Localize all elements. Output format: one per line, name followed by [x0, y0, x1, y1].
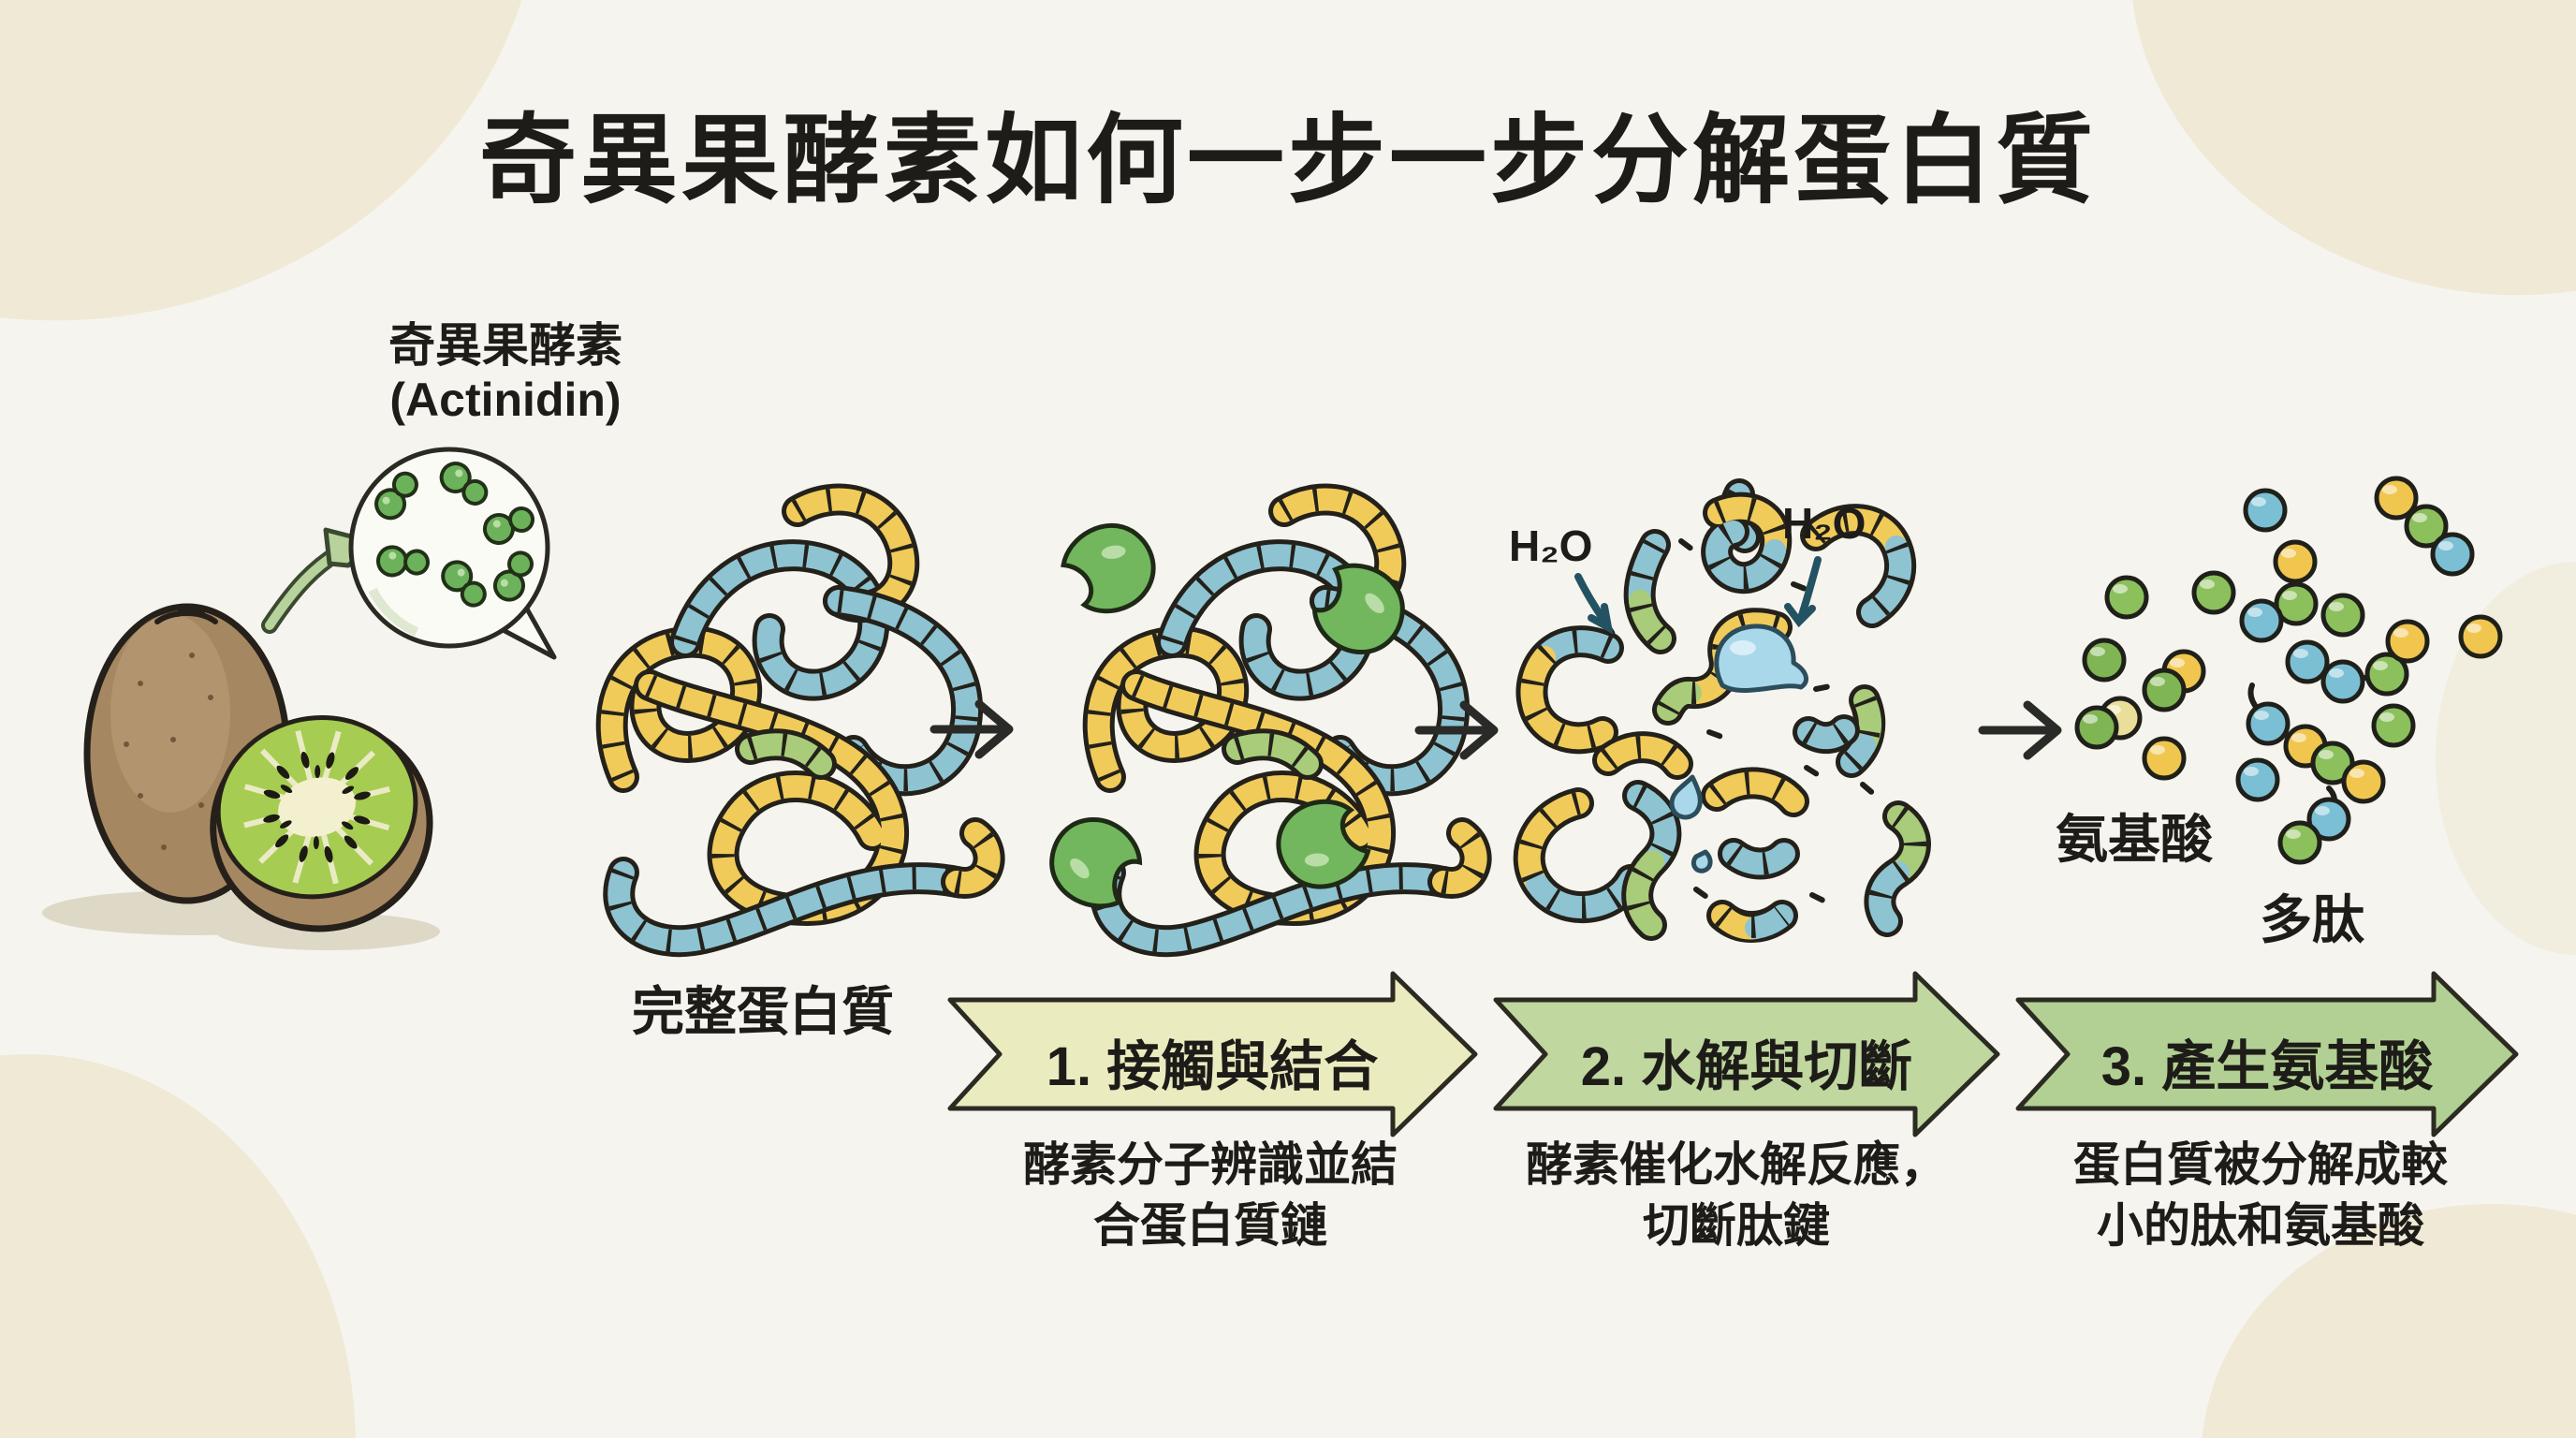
enzyme-bean-bottom-left — [1038, 806, 1149, 917]
enzyme-bean-top-left — [1054, 510, 1168, 625]
intact-protein-illustration — [612, 500, 989, 942]
step3-description: 蛋白質被分解成較 小的肽和氨基酸 — [1996, 1135, 2525, 1256]
step1-banner-arrow — [947, 971, 1478, 1137]
bound-protein-illustration — [1038, 500, 1476, 942]
step1-description: 酵素分子辨識並結 合蛋白質鏈 — [945, 1135, 1475, 1256]
kiwi-illustration — [42, 447, 557, 950]
peptide-label: 多肽 — [2260, 890, 2364, 949]
intact-protein-label: 完整蛋白質 — [632, 982, 894, 1041]
h2o-label-left: H₂O — [1509, 521, 1593, 570]
step-banners — [947, 971, 2519, 1137]
enzyme-label: 奇異果酵素 (Actinidin) — [300, 318, 711, 427]
h2o-arrow-right-head — [1784, 603, 1816, 628]
page-title: 奇異果酵素如何一步一步分解蛋白質 — [478, 107, 2097, 215]
step2-desc-line2: 切斷肽鍵 — [1643, 1199, 1830, 1252]
amino-acid-label: 氨基酸 — [2056, 810, 2213, 869]
step2-label: 2. 水解與切斷 — [1580, 1036, 1913, 1097]
water-droplet-tiny — [1690, 849, 1713, 873]
flow-arrow-2-icon — [1414, 700, 1499, 760]
enzyme-latin-name: (Actinidin) — [389, 374, 622, 426]
step3-banner-arrow — [2015, 971, 2519, 1137]
step3-label: 3. 產生氨基酸 — [2100, 1036, 2434, 1097]
half-kiwi — [210, 714, 433, 932]
hydrolysis-fragments-illustration — [1513, 478, 1931, 943]
flow-arrow-3-icon — [1978, 700, 2062, 760]
flow-arrows — [929, 699, 2062, 760]
step3-desc-line1: 蛋白質被分解成較 — [2073, 1138, 2448, 1191]
enzyme-name: 奇異果酵素 — [388, 319, 622, 372]
step1-desc-line1: 酵素分子辨識並結 — [1023, 1138, 1398, 1191]
amino-acid-illustration — [2077, 478, 2500, 862]
step1-label: 1. 接觸與結合 — [1046, 1036, 1379, 1097]
step2-desc-line1: 酵素催化水解反應， — [1526, 1138, 1947, 1191]
step2-banner-arrow — [1493, 971, 2000, 1137]
h2o-arrow-left-head — [1588, 603, 1614, 635]
step1-desc-line2: 合蛋白質鏈 — [1093, 1199, 1327, 1252]
peptide-chain-dots — [2242, 542, 2427, 862]
water-droplet-large — [1714, 624, 1809, 693]
h2o-label-right: H₂O — [1782, 499, 1866, 548]
water-droplet-small — [1669, 774, 1703, 820]
flow-arrow-1-icon — [929, 699, 1014, 759]
enzyme-bubble — [348, 447, 557, 660]
step3-desc-line2: 小的肽和氨基酸 — [2097, 1199, 2424, 1252]
step2-description: 酵素催化水解反應， 切斷肽鍵 — [1471, 1135, 2001, 1256]
